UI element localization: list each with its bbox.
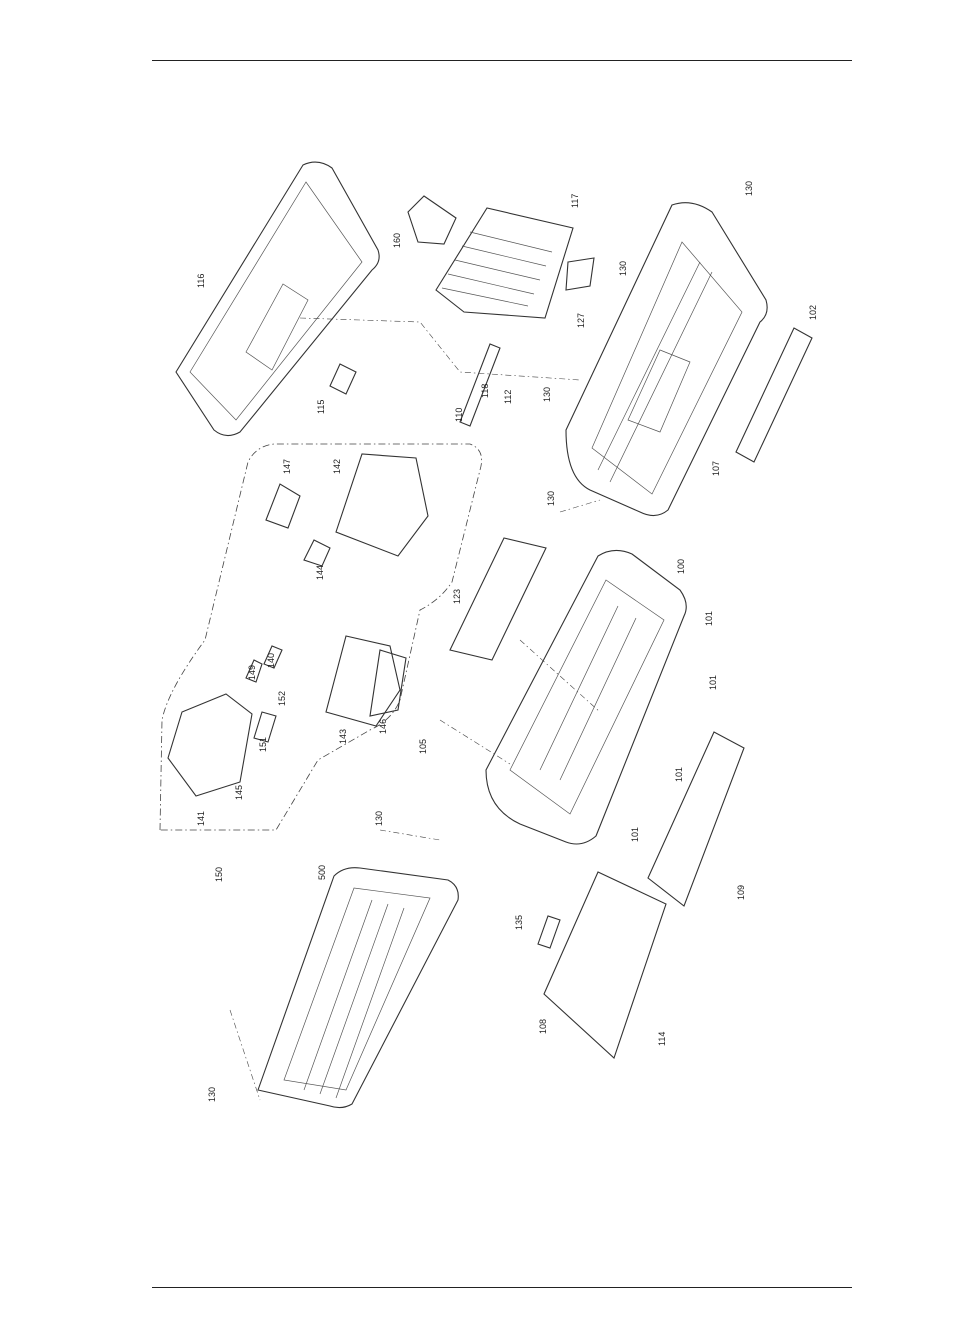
holder-part [335, 453, 429, 557]
frame-part [325, 635, 401, 727]
callout-label: 100 [676, 559, 686, 574]
callout-label: 108 [538, 1019, 548, 1034]
callout-label: 151 [258, 737, 268, 752]
callout-label: 135 [514, 915, 524, 930]
printer-mechanism-part [257, 867, 459, 1109]
callout-label: 130 [744, 181, 754, 196]
callout-label: 116 [196, 274, 206, 288]
callout-label: 130 [618, 261, 628, 276]
callout-label: 107 [711, 461, 721, 476]
panel-part [459, 343, 501, 427]
base-frame-part [485, 549, 687, 845]
sub-assembly-boundary [159, 443, 483, 831]
callout-label: 144 [315, 565, 325, 580]
top-cover-part [175, 161, 380, 437]
slab-part [449, 537, 547, 661]
rear-plate-part [735, 327, 813, 463]
callout-label: 123 [452, 589, 462, 604]
callout-label: 110 [454, 408, 464, 422]
callout-label: 142 [332, 459, 342, 474]
callout-label: 130 [546, 491, 556, 506]
callout-label: 117 [570, 194, 580, 208]
lower-housing-part [565, 202, 768, 517]
callout-label: 101 [704, 611, 714, 626]
callout-label: 118 [480, 384, 490, 398]
pin-part [245, 659, 263, 683]
callout-label: 115 [316, 400, 326, 414]
callout-label: 102 [808, 305, 818, 320]
callout-label: 101 [708, 675, 718, 690]
callout-label: 101 [630, 827, 640, 842]
callout-label: 114 [657, 1032, 667, 1046]
small-spring-part [303, 539, 331, 567]
washer-part [263, 645, 283, 669]
connector-part [537, 915, 561, 949]
bracket-part [407, 195, 457, 245]
callout-label: 143 [338, 729, 348, 744]
block-part [369, 649, 407, 717]
plate-part [265, 483, 301, 529]
callout-label: 112 [503, 390, 513, 404]
callout-label: 145 [234, 785, 244, 800]
access-cover-part [647, 731, 745, 907]
footer-rule [152, 1287, 852, 1288]
callout-label: 141 [196, 811, 206, 826]
callout-label: 146 [378, 719, 388, 734]
callout-label: 160 [392, 233, 402, 248]
callout-label: 140 [266, 653, 276, 668]
callout-label: 152 [277, 691, 287, 706]
sheet-guide-part [435, 207, 595, 319]
callout-label: 105 [418, 739, 428, 754]
callout-label: 109 [736, 885, 746, 900]
callout-label: 127 [576, 313, 586, 328]
case-part [167, 693, 253, 797]
leader-line [229, 829, 441, 1101]
bottom-plate-part [543, 871, 667, 1059]
callout-label: 130 [542, 387, 552, 402]
callout-label: 500 [317, 865, 327, 880]
header-rule [152, 60, 852, 61]
leader-line [439, 499, 601, 765]
leader-line [299, 317, 581, 381]
callout-label: 149 [247, 665, 257, 680]
callout-label: 101 [674, 767, 684, 782]
callout-label: 130 [374, 811, 384, 826]
callout-label: 147 [282, 459, 292, 474]
clip-part [253, 711, 277, 743]
label-part [329, 363, 357, 395]
callout-label: 130 [207, 1087, 217, 1102]
callout-label: 150 [214, 867, 224, 882]
